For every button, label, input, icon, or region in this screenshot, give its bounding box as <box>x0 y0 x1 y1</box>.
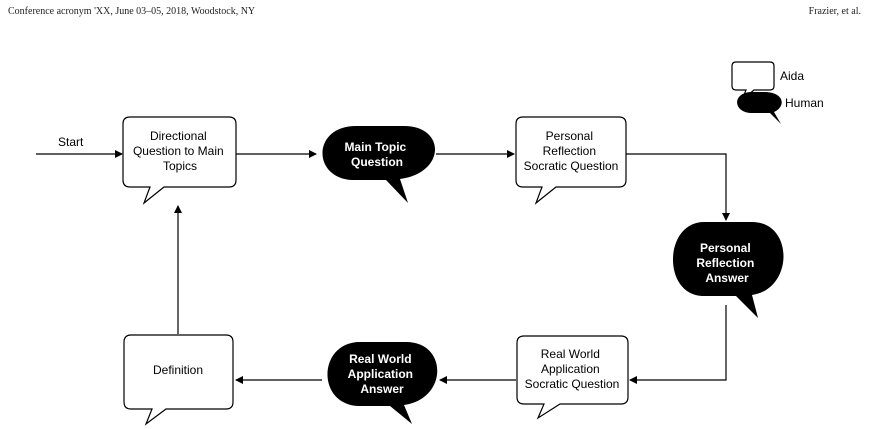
node-real-world-question: Real World Application Socratic Question <box>516 335 629 420</box>
legend-human-bubble <box>737 92 782 124</box>
legend-aida-label: Aida <box>780 69 804 83</box>
node-main-topic-question: Main Topic Question <box>322 126 436 203</box>
node-personal-question-line-3: Socratic Question <box>524 159 619 173</box>
node-definition: Definition <box>123 334 234 426</box>
page-header-right: Frazier, et al. <box>808 6 861 17</box>
node-real-world-answer-line-2: Application <box>348 367 413 381</box>
node-personal-answer-line-2: Reflection <box>696 256 754 270</box>
page-header-left: Conference acronym 'XX, June 03–05, 2018… <box>8 6 256 17</box>
node-real-world-question-line-2: Application <box>541 362 600 376</box>
node-personal-question-line-2: Reflection <box>543 144 596 158</box>
node-directional-line-2: Question to Main <box>133 144 224 158</box>
node-main-topic-line-1: Main Topic <box>344 140 406 154</box>
edge-answer-to-realworld <box>629 305 727 384</box>
node-personal-reflection-question: Personal Reflection Socratic Question <box>515 116 627 205</box>
svg-text:Personal Reflection: Personal Reflection Answer <box>696 241 757 285</box>
start-label: Start <box>58 135 84 149</box>
node-real-world-question-line-1: Real World <box>541 347 600 361</box>
node-directional-question: Directional Question to Main Topics <box>122 116 237 205</box>
node-real-world-answer: Real World Application Answer <box>327 342 438 424</box>
node-directional-line-3: Topics <box>163 159 197 173</box>
node-real-world-answer-line-1: Real World <box>349 352 411 366</box>
edges <box>36 150 730 384</box>
svg-text:Main Topic Question: Main Topic Question <box>344 140 409 169</box>
svg-text:Definition: Definition <box>153 363 203 377</box>
node-personal-reflection-answer: Personal Reflection Answer <box>672 222 784 318</box>
legend: Aida Human <box>731 61 824 124</box>
svg-text:Directional Question to: Directional Question to Main Topics <box>133 129 227 173</box>
node-real-world-answer-line-3: Answer <box>360 382 404 396</box>
legend-human-label: Human <box>785 96 824 110</box>
node-definition-line-1: Definition <box>153 363 203 377</box>
node-personal-question-line-1: Personal <box>546 129 593 143</box>
node-directional-line-1: Directional <box>150 129 207 143</box>
node-real-world-question-line-3: Socratic Question <box>525 377 620 391</box>
node-personal-answer-line-3: Answer <box>705 271 749 285</box>
svg-text:Real World Application: Real World Application Answer <box>348 352 417 396</box>
svg-text:Personal Reflection: Personal Reflection Socratic Question <box>524 129 619 173</box>
svg-text:Real World Application: Real World Application Socratic Question <box>525 347 620 391</box>
node-personal-answer-line-1: Personal <box>700 241 751 255</box>
node-main-topic-line-2: Question <box>351 155 403 169</box>
edge-personal-to-answer <box>626 153 730 221</box>
